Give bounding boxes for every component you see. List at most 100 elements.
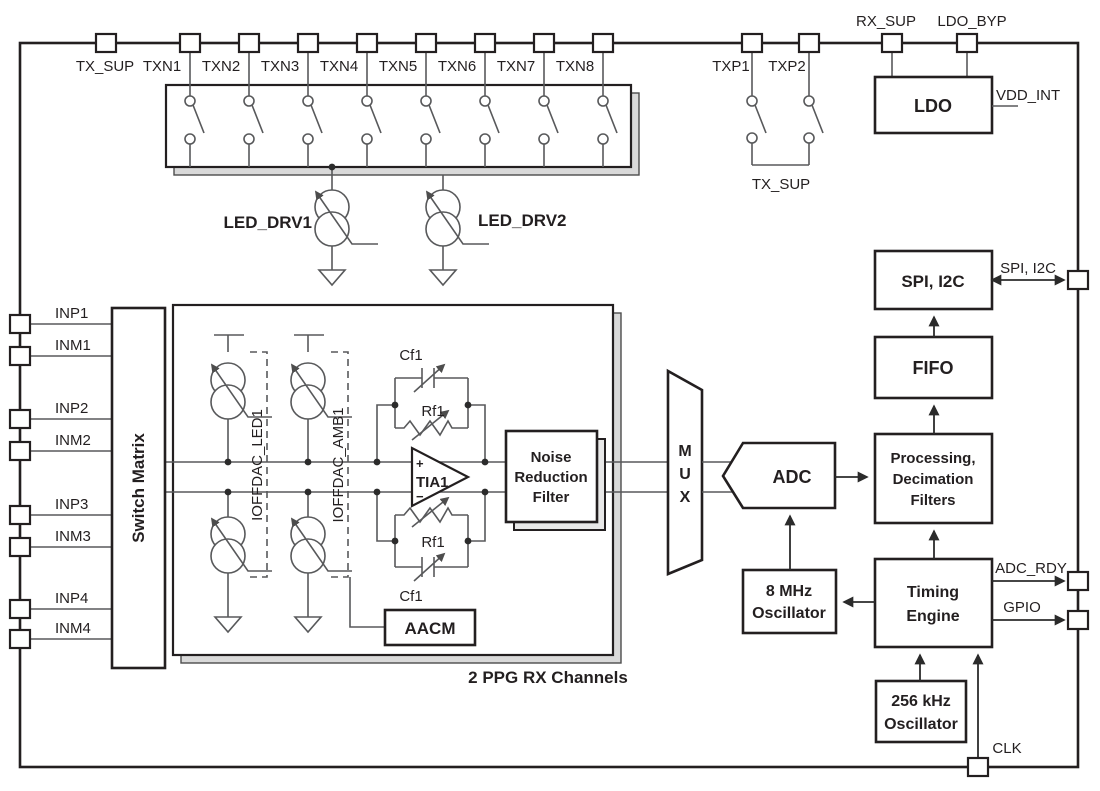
ground-icon: [213, 616, 243, 634]
spi-i2c-label: SPI, I2C: [901, 272, 964, 291]
mux-label-x: X: [680, 489, 691, 506]
timing-label-line2: Engine: [906, 608, 959, 625]
adc-rdy-label: ADC_RDY: [995, 560, 1067, 577]
adc-label: ADC: [773, 467, 812, 487]
pin-label-tx-sup: TX_SUP: [76, 58, 134, 75]
txp-common-label: TX_SUP: [752, 176, 810, 193]
aacm-connector: [349, 577, 385, 628]
pin-label-inm2: INM2: [55, 432, 91, 449]
tx-switches: [184, 52, 824, 167]
led-drivers: [314, 163, 489, 287]
gpio-label: GPIO: [1003, 599, 1041, 616]
pin-spi-i2c: [1066, 269, 1090, 291]
mux-block: [666, 368, 704, 576]
pin-label-inp3: INP3: [55, 496, 88, 513]
variable-arrow-icon: [411, 496, 450, 528]
osc-8mhz-block: [741, 568, 838, 635]
pin-inp1: [8, 313, 32, 335]
pin-label-ldo-byp: LDO_BYP: [937, 13, 1006, 30]
mux-label-m: M: [678, 443, 691, 460]
current-source-icon: [314, 189, 378, 247]
osc256-label-line2: Oscillator: [884, 716, 958, 733]
tia-minus-sign: −: [416, 489, 424, 504]
nrf-label-line3: Filter: [533, 489, 570, 506]
osc8-label-line1: 8 MHz: [766, 583, 812, 600]
resistor-icon: [395, 506, 468, 524]
pin-txn5: [414, 32, 438, 54]
txn-switch-5: [420, 52, 441, 167]
txn-switch-8: [597, 52, 618, 167]
ppg-channels-caption: 2 PPG RX Channels: [468, 668, 628, 687]
vdd-int-label: VDD_INT: [996, 87, 1060, 104]
ioffdac-section: [210, 334, 352, 634]
txn-switch-6: [479, 52, 500, 167]
pin-txn2: [237, 32, 261, 54]
ground-icon: [317, 269, 347, 287]
current-source-icon: [290, 362, 352, 420]
pin-rx-sup: [880, 32, 904, 54]
timing-engine-block: [873, 557, 994, 649]
variable-arrow-icon: [411, 409, 450, 441]
pin-label-txn7: TXN7: [497, 58, 535, 75]
flow-arrows: [784, 274, 1066, 758]
pin-ldo-byp: [955, 32, 979, 54]
pin-txn7: [532, 32, 556, 54]
pin-txn6: [473, 32, 497, 54]
pin-gpio: [1066, 609, 1090, 631]
pin-inm4: [8, 628, 32, 650]
current-source-icon: [210, 516, 272, 574]
pin-label-txn4: TXN4: [320, 58, 358, 75]
pin-inp4: [8, 598, 32, 620]
clk-label: CLK: [992, 740, 1021, 757]
tia-text: + − TIA1: [416, 456, 449, 504]
pin-inm2: [8, 440, 32, 462]
led-drv1-label: LED_DRV1: [224, 213, 313, 232]
pin-clk: [966, 756, 990, 778]
txp2-switch: [803, 52, 824, 165]
ground-icon: [293, 616, 323, 634]
pin-label-inp4: INP4: [55, 590, 88, 607]
pin-txn4: [355, 32, 379, 54]
pin-tx-sup: [94, 32, 118, 54]
pin-label-txn2: TXN2: [202, 58, 240, 75]
resistor-icon: [395, 419, 468, 437]
switch-matrix-block: [110, 306, 167, 670]
osc8-label-line2: Oscillator: [752, 605, 826, 622]
pin-txp1: [740, 32, 764, 54]
nrf-label-line2: Reduction: [514, 469, 587, 486]
osc-256khz-block: [874, 679, 968, 744]
processing-label-line2: Decimation: [893, 471, 974, 488]
ioffdac-led1-label: IOFFDAC_LED1: [249, 409, 266, 521]
pin-txp2: [797, 32, 821, 54]
pin-label-rx-sup: RX_SUP: [856, 13, 916, 30]
pin-squares: [8, 32, 1090, 778]
txn-switch-4: [361, 52, 382, 167]
capacitor-icon: [413, 363, 446, 393]
pin-txn1: [178, 32, 202, 54]
osc256-label-line1: 256 kHz: [891, 693, 951, 710]
pin-txn8: [591, 32, 615, 54]
mux-label-u: U: [679, 466, 691, 483]
tia-amplifier: [410, 446, 471, 508]
ground-icon: [428, 269, 458, 287]
current-source-icon: [425, 189, 489, 247]
pin-txn3: [296, 32, 320, 54]
rx-input-wires: [30, 323, 112, 640]
current-source-icon: [290, 516, 352, 574]
pin-label-txp1: TXP1: [712, 58, 750, 75]
cf1-top-label: Cf1: [399, 347, 422, 364]
ldo-label: LDO: [914, 96, 952, 116]
pin-inp3: [8, 504, 32, 526]
tia-plus-sign: +: [416, 456, 424, 471]
pin-label-inm4: INM4: [55, 620, 91, 637]
pin-adc-rdy: [1066, 570, 1090, 592]
txn-switch-2: [243, 52, 264, 167]
mux-adc-wires: [702, 461, 732, 493]
timing-label-line1: Timing: [907, 584, 959, 601]
pin-label-txn8: TXN8: [556, 58, 594, 75]
ldo-section: [873, 52, 1018, 135]
tia-label: TIA1: [416, 474, 449, 491]
txn-switch-7: [538, 52, 559, 167]
